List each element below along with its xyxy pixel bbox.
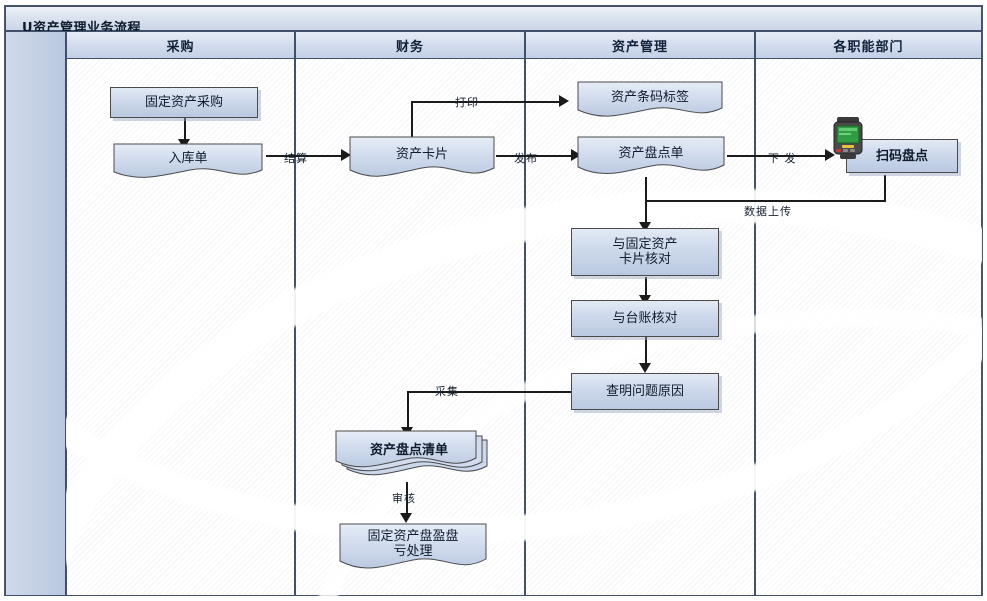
connector-stockin-to-card xyxy=(266,155,343,157)
connector-sheet-to-check xyxy=(645,177,647,224)
node-label: 资产卡片 xyxy=(395,147,448,162)
edge-label-settle: 结算 xyxy=(284,152,308,165)
node-find-problem-cause[interactable]: 查明问题原因 xyxy=(571,373,719,410)
document-shape xyxy=(577,81,723,117)
connector-card-to-label-vertical xyxy=(411,101,413,139)
node-label: 扫码盘点 xyxy=(875,148,928,164)
edge-label-publish: 发布 xyxy=(514,152,538,165)
arrowhead-ledger-to-cause xyxy=(639,363,651,373)
node-surplus-deficit-handle[interactable]: 固定资产盘盈盘 亏处理 xyxy=(337,521,489,575)
barcode-scanner-icon xyxy=(832,116,864,160)
scanner-glyph xyxy=(833,117,863,159)
document-shape xyxy=(113,143,263,178)
document-shape xyxy=(339,523,487,569)
lane-label-band xyxy=(5,31,66,596)
diagram-title-bar: U资产管理业务流程 xyxy=(5,6,982,36)
edge-label-data-upload: 数据上传 xyxy=(744,205,792,218)
document-shape xyxy=(577,136,725,174)
connector-sheet-to-scan xyxy=(727,155,827,157)
connector-card-to-label-horizontal xyxy=(411,101,561,103)
node-label: 与台账核对 xyxy=(612,311,678,326)
node-asset-inventory-sheet[interactable]: 资产盘点单 xyxy=(575,134,727,179)
document-shape xyxy=(349,136,495,177)
connector-scan-upload-down xyxy=(884,175,886,202)
node-label: 资产条码标签 xyxy=(610,89,689,105)
node-label: 查明问题原因 xyxy=(605,384,684,399)
connector-list-to-handle xyxy=(406,482,408,515)
arrowhead-card-to-sheet xyxy=(571,149,581,161)
node-check-against-card[interactable]: 与固定资产 卡片核对 xyxy=(571,228,719,276)
arrowhead-stockin-to-card xyxy=(341,149,351,161)
connector-scan-upload-left xyxy=(645,200,886,202)
node-label: 资产盘点清单 xyxy=(369,443,448,458)
edge-label-collect: 采集 xyxy=(435,385,459,398)
node-label: 资产盘点单 xyxy=(618,146,684,161)
node-check-against-ledger[interactable]: 与台账核对 xyxy=(571,300,719,337)
node-label: 固定资产采购 xyxy=(144,95,223,110)
node-stock-in-order[interactable]: 入库单 xyxy=(110,140,266,182)
arrowhead-sheet-to-scan xyxy=(825,149,835,161)
lane-header-finance[interactable]: 财务 xyxy=(295,31,525,59)
node-asset-barcode-label[interactable]: 资产条码标签 xyxy=(575,79,725,121)
node-label: 入库单 xyxy=(168,151,208,166)
edge-label-review: 审核 xyxy=(392,492,416,505)
lane-header-asset-mgmt[interactable]: 资产管理 xyxy=(525,31,755,59)
connector-ledger-to-cause xyxy=(645,337,647,365)
node-fixed-asset-purchase[interactable]: 固定资产采购 xyxy=(110,87,258,118)
node-scan-inventory[interactable]: 扫码盘点 xyxy=(846,139,958,173)
node-asset-inventory-list[interactable]: 资产盘点清单 xyxy=(333,428,493,484)
edge-label-distribute: 下 发 xyxy=(768,152,797,165)
arrowhead-list-to-handle xyxy=(400,513,412,523)
node-label: 与固定资产 卡片核对 xyxy=(612,237,678,267)
connector-cause-to-list-vertical xyxy=(407,391,409,429)
lane-header-departments[interactable]: 各职能部门 xyxy=(755,31,982,59)
edge-label-print: 打印 xyxy=(455,96,479,109)
lane-header-procurement[interactable]: 采购 xyxy=(66,31,295,59)
connector-cause-to-list-horizontal xyxy=(407,391,575,393)
arrowhead-upload-into-check xyxy=(639,222,651,232)
multi-document-shape xyxy=(335,430,488,476)
connector-card-to-sheet xyxy=(496,155,573,157)
connector-purchase-to-stockin xyxy=(184,117,186,141)
node-label: 固定资产盘盈盘 亏处理 xyxy=(367,529,459,559)
arrowhead-card-to-label xyxy=(559,95,569,107)
connector-check-to-ledger xyxy=(645,277,647,297)
node-asset-card[interactable]: 资产卡片 xyxy=(347,134,497,182)
